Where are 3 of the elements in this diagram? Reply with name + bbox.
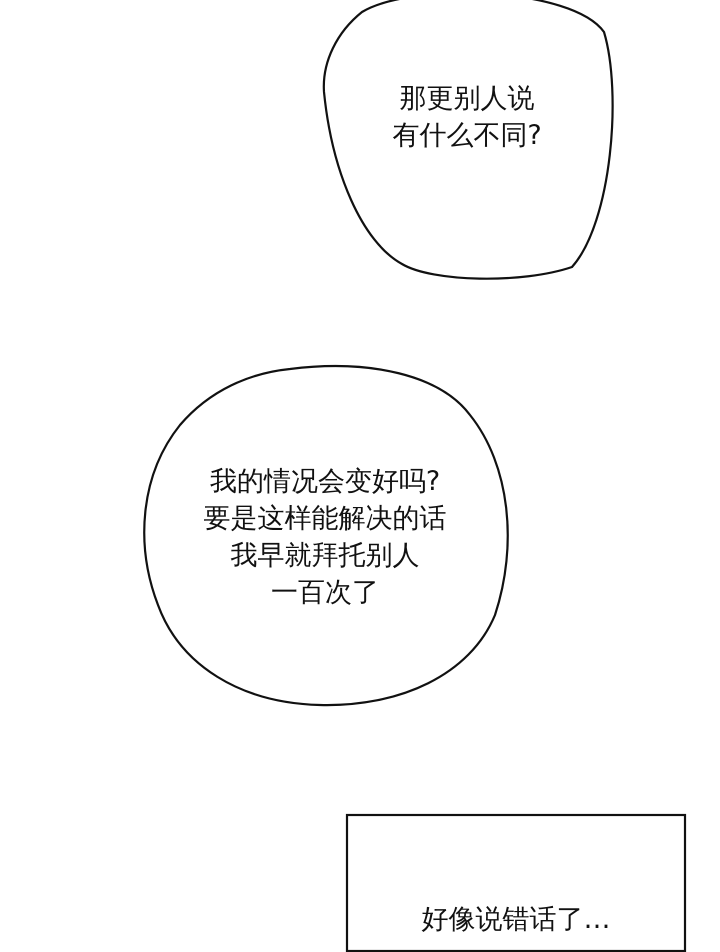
speech-text: 好像说错话了… [420,903,612,937]
speech-text: 那更别人说有什么不同? [391,82,543,153]
speech-text: 我的情况会变好吗?要是这样能解决的话我早就拜托别人一百次了 [202,465,448,610]
